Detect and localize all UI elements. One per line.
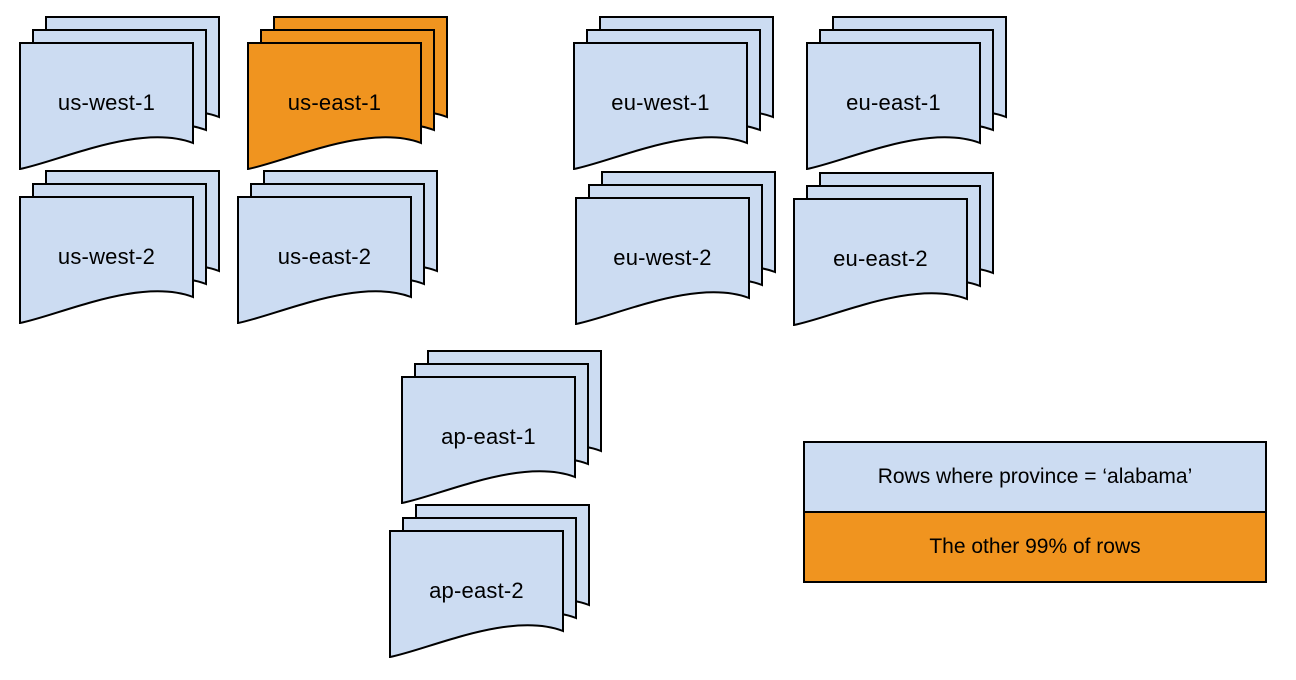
document-stack-eu-east-2: eu-east-2 xyxy=(793,172,995,326)
page-front xyxy=(401,376,576,504)
document-stack-shape xyxy=(793,172,994,326)
document-stack-ap-east-1: ap-east-1 xyxy=(401,350,603,504)
document-stack-eu-west-1: eu-west-1 xyxy=(573,16,775,170)
page-front xyxy=(575,197,750,325)
document-stack-shape xyxy=(575,171,776,325)
document-stack-shape xyxy=(247,16,448,170)
page-front xyxy=(247,42,422,170)
document-stack-ap-east-2: ap-east-2 xyxy=(389,504,591,658)
document-stack-shape xyxy=(573,16,774,170)
page-front xyxy=(237,196,412,324)
legend-row-orange: The other 99% of rows xyxy=(805,511,1265,581)
page-front xyxy=(573,42,748,170)
document-stack-us-west-1: us-west-1 xyxy=(19,16,221,170)
document-stack-us-east-1: us-east-1 xyxy=(247,16,449,170)
document-stack-shape xyxy=(237,170,438,324)
page-front xyxy=(793,198,968,326)
document-stack-eu-east-1: eu-east-1 xyxy=(806,16,1008,170)
document-stack-shape xyxy=(401,350,602,504)
legend-row-label: The other 99% of rows xyxy=(929,535,1141,558)
document-stack-shape xyxy=(19,16,220,170)
document-stack-shape xyxy=(806,16,1007,170)
legend: Rows where province = ‘alabama’ The othe… xyxy=(803,441,1267,583)
page-front xyxy=(389,530,564,658)
page-front xyxy=(806,42,981,170)
page-front xyxy=(19,196,194,324)
page-front xyxy=(19,42,194,170)
document-stack-shape xyxy=(389,504,590,658)
document-stack-us-east-2: us-east-2 xyxy=(237,170,439,324)
document-stack-shape xyxy=(19,170,220,324)
document-stack-us-west-2: us-west-2 xyxy=(19,170,221,324)
document-stack-eu-west-2: eu-west-2 xyxy=(575,171,777,325)
legend-row-label: Rows where province = ‘alabama’ xyxy=(877,465,1193,488)
legend-row-blue: Rows where province = ‘alabama’ xyxy=(805,443,1265,511)
